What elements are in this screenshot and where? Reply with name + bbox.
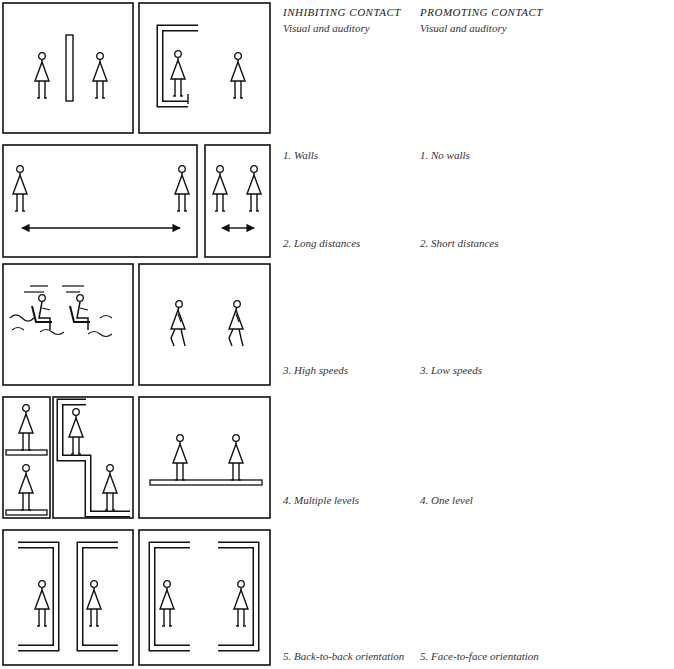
column-subheading: Visual and auditory — [283, 22, 370, 35]
item-label: 5. Face-to-face orientation — [420, 650, 539, 663]
item-label: 5. Back-to-back orientation — [283, 650, 404, 663]
column-heading: INHIBITING CONTACT — [283, 6, 401, 19]
orientation-scene — [18, 545, 256, 648]
speed-scene — [10, 286, 243, 346]
item-label: 1. No walls — [420, 149, 470, 162]
column-heading: PROMOTING CONTACT — [420, 6, 543, 19]
item-label: 2. Long distances — [283, 237, 360, 250]
item-label: 4. One level — [420, 494, 473, 507]
item-label: 4. Multiple levels — [283, 494, 359, 507]
item-label: 3. High speeds — [283, 364, 348, 377]
levels-scene — [6, 402, 262, 515]
item-label: 2. Short distances — [420, 237, 499, 250]
walls-scene — [35, 28, 245, 104]
item-label: 1. Walls — [283, 149, 318, 162]
panel-frames — [3, 3, 270, 665]
distance-scene — [13, 166, 261, 228]
item-label: 3. Low speeds — [420, 364, 482, 377]
column-subheading: Visual and auditory — [420, 22, 507, 35]
